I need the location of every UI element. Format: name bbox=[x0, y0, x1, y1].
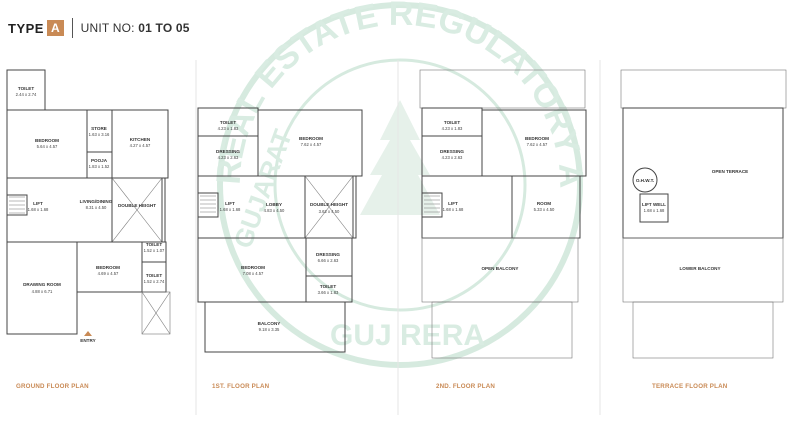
watermark-ring-inner bbox=[273, 58, 527, 312]
gf-toilet-label: TOILET bbox=[18, 86, 34, 91]
tf-lift-well-dim: 1.68 x 1.68 bbox=[644, 208, 665, 213]
ff-lobby-dim: 4.83 x 4.50 bbox=[264, 208, 285, 213]
gf-toilet3-dim: 1.52 x 2.74 bbox=[144, 279, 165, 284]
ff-dressing-label: DRESSING bbox=[216, 149, 240, 154]
ohwt-tank-icon bbox=[632, 167, 658, 193]
tf-open-terrace-label: OPEN TERRACE bbox=[712, 169, 749, 174]
watermark-building-icon bbox=[360, 100, 440, 215]
gf-toilet-dim: 2.44 x 2.74 bbox=[16, 92, 37, 97]
gf-lift-dim: 1.68 x 1.68 bbox=[28, 207, 49, 212]
unit-label: UNIT NO: bbox=[80, 21, 135, 35]
terrace-floor-plan: O.H.W.T. OPEN TERRACE LIFT WELL 1.68 x 1… bbox=[620, 69, 787, 390]
gf-lift-label: LIFT bbox=[33, 201, 43, 206]
gf-bedroom2-label: BEDROOM bbox=[96, 265, 120, 270]
header-divider bbox=[71, 18, 73, 38]
ff-bedroom-label: BEDROOM bbox=[299, 136, 323, 141]
watermark-text-bottom: GUJ RERA bbox=[330, 319, 485, 352]
tf-lift-well-label: LIFT WELL bbox=[642, 202, 666, 207]
sf-toilet-label: TOILET bbox=[444, 120, 460, 125]
gf-entry-label: ENTRY bbox=[80, 338, 95, 343]
ff-toilet2-label: TOILET bbox=[320, 284, 336, 289]
sf-room-dim: 5.33 x 4.50 bbox=[534, 207, 555, 212]
ff-double-height-label: DOUBLE HEIGHT bbox=[310, 202, 348, 207]
gf-toilet2-label: TOILET bbox=[146, 242, 162, 247]
entry-arrow-icon bbox=[84, 331, 92, 336]
second-floor-caption: 2ND. FLOOR PLAN bbox=[436, 383, 495, 390]
gf-store-dim: 1.63 x 3.16 bbox=[89, 132, 110, 137]
sf-room-label: ROOM bbox=[537, 201, 551, 206]
gf-living-label: LIVING/DINING bbox=[80, 199, 113, 204]
unit-number: UNIT NO: 01 TO 05 bbox=[81, 21, 190, 35]
first-floor-caption: 1ST. FLOOR PLAN bbox=[212, 383, 270, 390]
second-floor-plan: TOILET 4.23 x 1.83 DRESSING 4.23 x 2.63 … bbox=[419, 69, 587, 390]
unit-value: 01 TO 05 bbox=[138, 21, 190, 35]
sf-dressing-label: DRESSING bbox=[440, 149, 464, 154]
sf-bedroom-label: BEDROOM bbox=[525, 136, 549, 141]
ff-bedroom2-label: BEDROOM bbox=[241, 265, 265, 270]
gf-pooja-dim: 1.83 x 1.52 bbox=[89, 164, 110, 169]
ff-lift-dim: 1.68 x 1.68 bbox=[220, 207, 241, 212]
ff-toilet-label: TOILET bbox=[220, 120, 236, 125]
ground-floor-plan: TOILET 2.44 x 2.74 BEDROOM 5.64 x 4.57 S… bbox=[6, 69, 171, 390]
gf-bedroom2-dim: 4.69 x 4.57 bbox=[98, 271, 119, 276]
gf-toilet3-label: TOILET bbox=[146, 273, 162, 278]
ff-dressing2-label: DRESSING bbox=[316, 252, 340, 257]
gf-pooja-label: POOJA bbox=[91, 158, 108, 163]
gf-drawing-dim: 4.88 x 6.71 bbox=[32, 289, 53, 294]
ff-bedroom-dim: 7.62 x 4.57 bbox=[301, 142, 322, 147]
gf-kitchen-dim: 4.27 x 4.57 bbox=[130, 143, 151, 148]
sf-bedroom-dim: 7.62 x 4.57 bbox=[527, 142, 548, 147]
sf-open-balcony-label: OPEN BALCONY bbox=[481, 266, 518, 271]
type-label: TYPE bbox=[8, 20, 44, 36]
tf-ohwt-label: O.H.W.T. bbox=[636, 178, 654, 183]
gf-kitchen-label: KITCHEN bbox=[130, 137, 151, 142]
sf-lift-dim: 1.68 x 1.68 bbox=[443, 207, 464, 212]
terrace-floor-caption: TERRACE FLOOR PLAN bbox=[652, 383, 728, 390]
ff-toilet2-dim: 3.66 x 1.83 bbox=[318, 290, 339, 295]
gf-bedroom-dim: 5.64 x 4.57 bbox=[37, 144, 58, 149]
gf-toilet2-dim: 1.52 x 1.07 bbox=[144, 248, 165, 253]
sf-toilet-dim: 4.23 x 1.83 bbox=[442, 126, 463, 131]
ff-toilet-dim: 4.23 x 1.83 bbox=[218, 126, 239, 131]
ff-balcony-label: BALCONY bbox=[258, 321, 281, 326]
gf-store-label: STORE bbox=[91, 126, 107, 131]
sf-lift-label: LIFT bbox=[448, 201, 458, 206]
ff-balcony-dim: 9.18 x 3.35 bbox=[259, 327, 280, 332]
ff-lift-label: LIFT bbox=[225, 201, 235, 206]
ff-bedroom2-dim: 7.08 x 4.57 bbox=[243, 271, 264, 276]
first-floor-plan: TOILET 4.23 x 1.83 DRESSING 4.23 x 2.63 … bbox=[197, 107, 363, 390]
rera-watermark: REAL ESTATE REGULATORY AUTHORITY GUJ RER… bbox=[0, 0, 590, 368]
type-badge: A bbox=[46, 20, 64, 36]
ground-floor-caption: GROUND FLOOR PLAN bbox=[16, 383, 89, 390]
ff-dressing2-dim: 6.66 x 2.63 bbox=[318, 258, 339, 263]
gf-double-height-label: DOUBLE HEIGHT bbox=[118, 203, 156, 208]
ff-dressing-dim: 4.23 x 2.63 bbox=[218, 155, 239, 160]
gf-drawing-label: DRAWING ROOM bbox=[23, 282, 61, 287]
ff-double-height-dim: 3.62 x 4.50 bbox=[319, 209, 340, 214]
plan-header: TYPE A UNIT NO: 01 TO 05 bbox=[8, 18, 190, 38]
gf-bedroom-label: BEDROOM bbox=[35, 138, 59, 143]
gf-living-dim: 8.31 x 4.50 bbox=[86, 205, 107, 210]
sf-dressing-dim: 4.23 x 2.63 bbox=[442, 155, 463, 160]
watermark-text-top: REAL ESTATE REGULATORY AUTHORITY bbox=[0, 0, 590, 189]
tf-lower-balcony-label: LOWER BALCONY bbox=[679, 266, 720, 271]
ff-lobby-label: LOBBY bbox=[266, 202, 282, 207]
